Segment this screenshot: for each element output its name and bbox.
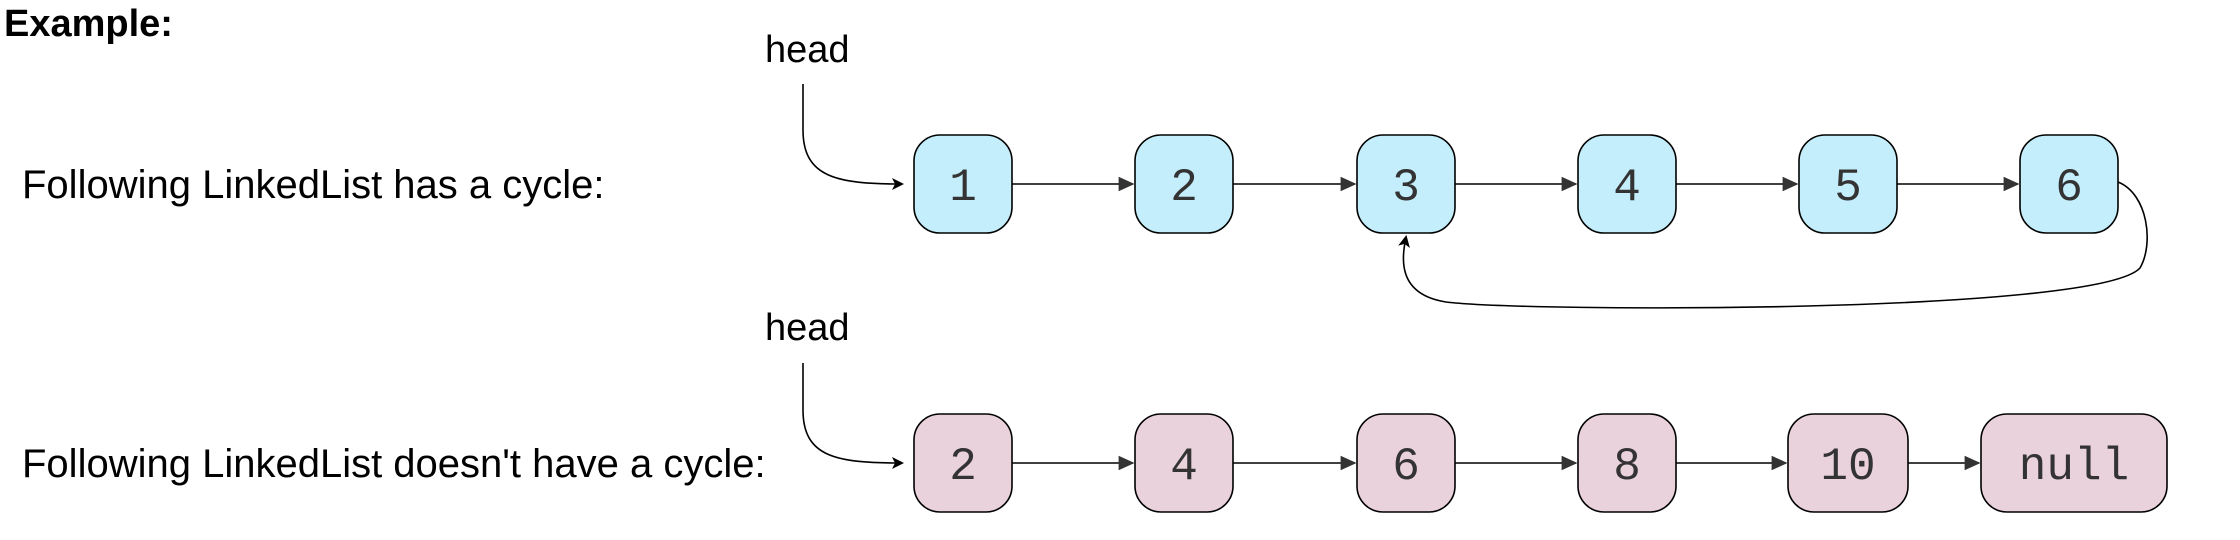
node-box [1980, 413, 2168, 513]
node-value: 2 [949, 441, 977, 493]
node-value: 1 [949, 162, 977, 214]
cycle-arrow [1398, 181, 2148, 309]
example-heading: Example: [4, 3, 173, 45]
list-node: 2 [913, 413, 1013, 513]
node-box [2019, 134, 2119, 234]
head-arrow [802, 363, 904, 469]
node-value: null [2019, 441, 2129, 493]
list-node: null [1980, 413, 2168, 513]
head-label: head [765, 307, 850, 349]
list-node: 10 [1787, 413, 1909, 513]
node-value: 8 [1613, 441, 1641, 493]
node-value: 2 [1170, 162, 1198, 214]
head-arrow [802, 84, 904, 190]
head-label: head [765, 29, 850, 71]
node-value: 5 [1834, 162, 1862, 214]
list-node: 3 [1356, 134, 1456, 234]
list-node: 1 [913, 134, 1013, 234]
node-value: 6 [2055, 162, 2083, 214]
cyclic-linked-list: Following LinkedList has a cycle: head 1 2 3… [22, 29, 2148, 309]
list-node: 2 [1134, 134, 1234, 234]
node-value: 4 [1170, 441, 1198, 493]
node-value: 6 [1392, 441, 1420, 493]
list-label: Following LinkedList has a cycle: [22, 163, 605, 207]
acyclic-linked-list: Following LinkedList doesn't have a cycl… [22, 307, 2168, 513]
list-node: 6 [1356, 413, 1456, 513]
list-node: 4 [1577, 134, 1677, 234]
list-node: 8 [1577, 413, 1677, 513]
node-value: 10 [1820, 441, 1875, 493]
list-node: 6 [2019, 134, 2119, 234]
list-node: 5 [1798, 134, 1898, 234]
list-node: 4 [1134, 413, 1234, 513]
list-label: Following LinkedList doesn't have a cycl… [22, 442, 766, 486]
node-value: 3 [1392, 162, 1420, 214]
node-value: 4 [1613, 162, 1641, 214]
